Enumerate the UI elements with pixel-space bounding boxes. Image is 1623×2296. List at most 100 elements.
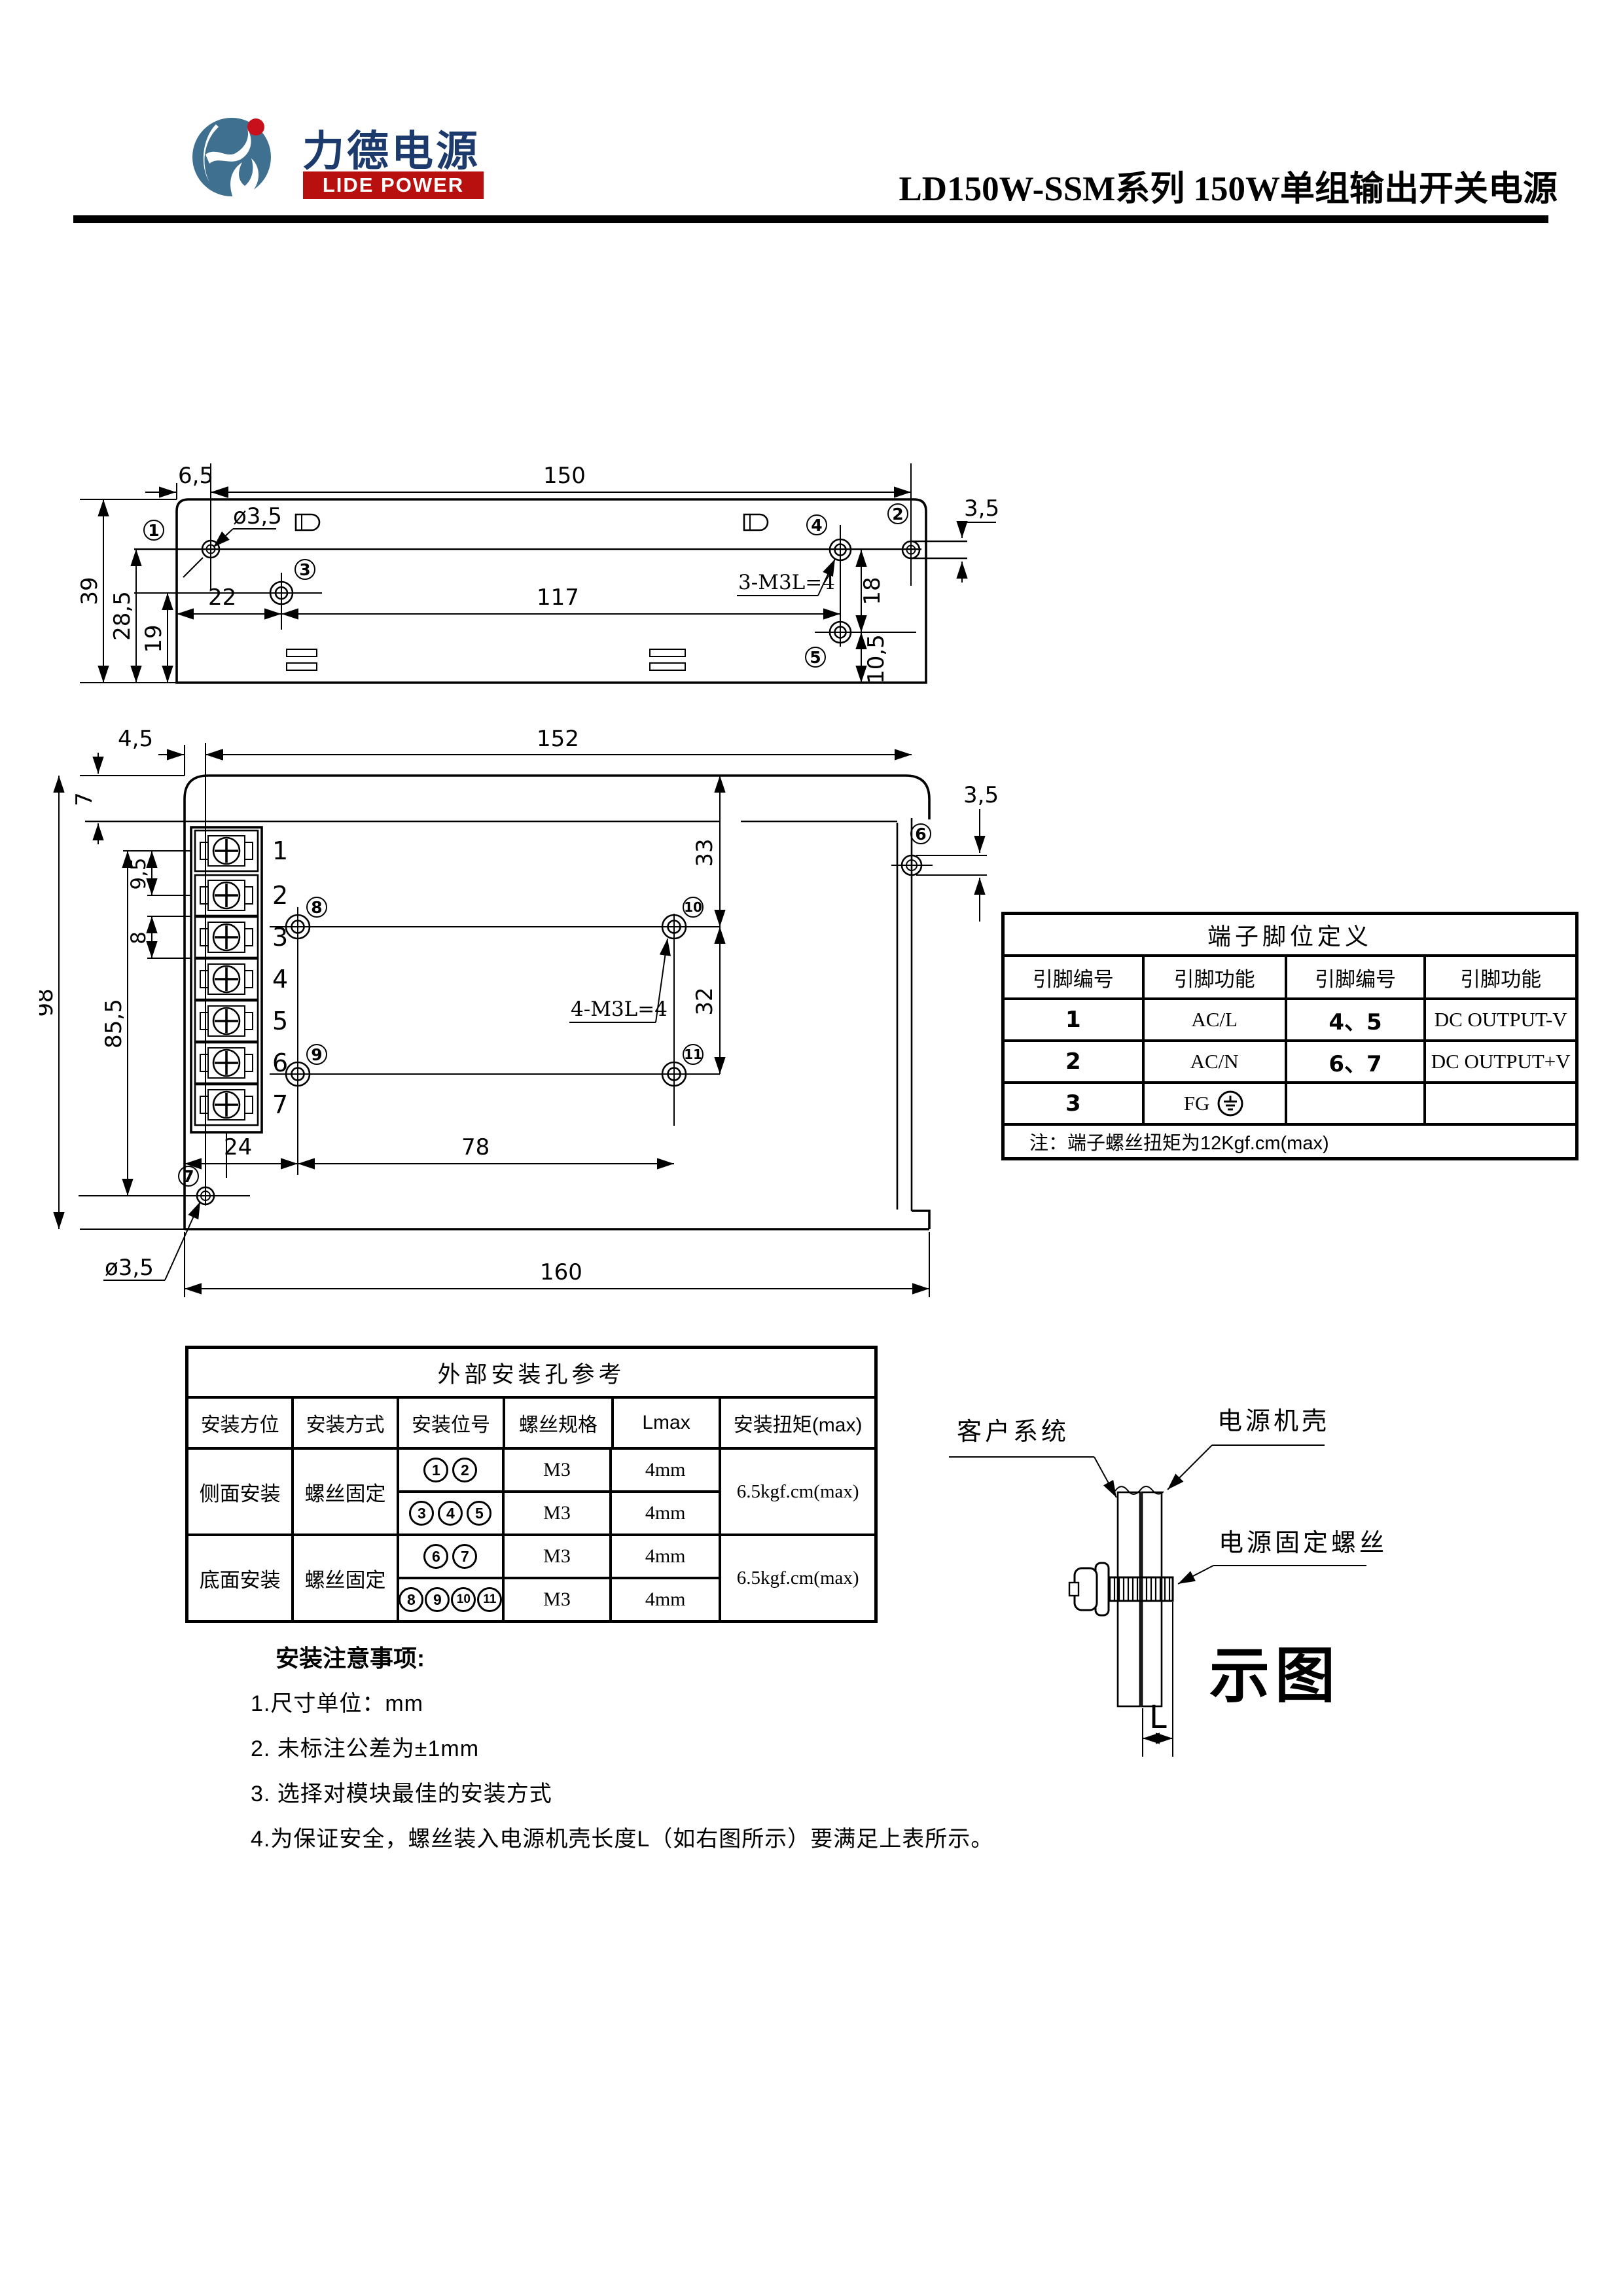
mounting-hole-table: 外部安装孔参考 安装方位 安装方式 安装位号 螺丝规格 Lmax 安装扭矩(ma… — [185, 1346, 878, 1623]
terminal-7: 7 — [272, 1090, 288, 1119]
dimensions-side: ø3,5 6,5 150 3,5 39 28,5 19 22 117 — [77, 463, 999, 684]
dim-33: 33 — [692, 838, 718, 867]
dim-160: 160 — [540, 1259, 582, 1285]
thread-spec-bottom: 4-M3L=4 — [571, 997, 668, 1021]
dim-3-5-bottom: 3,5 — [963, 782, 999, 808]
fixing-screw-label: 电源固定螺丝 — [1219, 1530, 1387, 1557]
power-case-label: 电源机壳 — [1217, 1408, 1330, 1435]
pin-function: DC OUTPUT+V — [1431, 1050, 1571, 1073]
logo-company-name: 力德电源 — [302, 128, 480, 175]
mounting-holes-bottom — [79, 743, 933, 1206]
screw-spec: M3 — [505, 1536, 613, 1577]
hole-11-label: 11 — [684, 1047, 702, 1062]
hole-2-label: 2 — [892, 505, 903, 524]
dim-24: 24 — [224, 1134, 252, 1160]
pin-table-title: 端子脚位定义 — [1005, 915, 1575, 957]
fg-text: FG — [1183, 1092, 1210, 1115]
pin-function: AC/N — [1145, 1042, 1287, 1081]
mount-row-bottom: 底面安装 螺丝固定 6 7 M3 4mm 8 9 10 11 — [188, 1536, 874, 1620]
terminal-5: 5 — [272, 1007, 288, 1035]
dim-152: 152 — [537, 726, 579, 752]
note-item: 2. 未标注公差为±1mm — [251, 1736, 480, 1761]
mount-position: 底面安装 — [188, 1536, 294, 1620]
pin-definition-table: 端子脚位定义 引脚编号 引脚功能 引脚编号 引脚功能 1 AC/L 4、5 DC… — [1001, 912, 1578, 1160]
mount-header-0: 安装方位 — [188, 1399, 294, 1447]
pin-table-row: 2 AC/N 6、7 DC OUTPUT+V — [1005, 1042, 1575, 1084]
lide-logo-icon — [192, 118, 271, 199]
pin-table-header: 引脚编号 引脚功能 引脚编号 引脚功能 — [1005, 957, 1575, 1000]
page-title: LD150W-SSM系列 150W单组输出开关电源 — [899, 170, 1558, 208]
note-item: 3. 选择对模块最佳的安装方式 — [251, 1782, 552, 1806]
dim-18: 18 — [859, 577, 885, 605]
mount-subrow: 1 2 M3 4mm — [399, 1450, 719, 1493]
notes-heading: 安装注意事项: — [276, 1645, 425, 1672]
mount-header-5: 安装扭矩(max) — [733, 1414, 863, 1436]
terminal-2: 2 — [272, 881, 288, 910]
mount-method: 螺丝固定 — [294, 1536, 399, 1620]
logo-banner: LIDE POWER — [303, 171, 484, 199]
dim-3-5-side: 3,5 — [964, 495, 999, 522]
bottom-view-drawing: 1 2 3 4 5 6 7 8 — [39, 726, 999, 1297]
dim-98: 98 — [39, 988, 58, 1016]
hole-3-label: 3 — [299, 560, 310, 579]
pin-function-fg: FG — [1145, 1084, 1287, 1123]
screw-spec: M3 — [505, 1579, 613, 1620]
mount-torque: 6.5kgf.cm(max) — [736, 1567, 859, 1588]
pin-header-0: 引脚编号 — [1005, 957, 1145, 997]
pin-number: 6、7 — [1287, 1042, 1427, 1081]
diagram-labels: 客户系统 电源机壳 电源固定螺丝 示图 — [949, 1408, 1387, 1710]
hole-callouts-side: 1 3 4 5 2 — [143, 503, 908, 668]
hole-4-label: 4 — [811, 516, 822, 535]
terminal-cells — [194, 829, 259, 1126]
chassis-outline-bottom — [85, 774, 931, 1230]
mount-method: 螺丝固定 — [294, 1450, 399, 1534]
terminal-1: 1 — [272, 836, 288, 865]
mount-header-1: 安装方式 — [294, 1399, 399, 1447]
hole-chip: 6 — [423, 1544, 449, 1569]
dim-7: 7 — [71, 792, 98, 806]
mounting-holes-side — [134, 463, 921, 647]
mount-table-header: 安装方位 安装方式 安装位号 螺丝规格 Lmax 安装扭矩(max) — [188, 1399, 874, 1450]
installation-notes: 安装注意事项: 1.尺寸单位：mm 2. 未标注公差为±1mm 3. 选择对模块… — [251, 1640, 1115, 1866]
hole-dia-label: ø3,5 — [233, 503, 282, 529]
diagram-caption: 示图 — [1209, 1643, 1340, 1710]
pin-header-2: 引脚编号 — [1287, 957, 1427, 997]
note-item: 4.为保证安全，螺丝装入电源机壳长度L（如右图所示）要满足上表所示。 — [251, 1827, 994, 1852]
pin-table-row: 3 FG — [1005, 1084, 1575, 1126]
mount-subrow: 6 7 M3 4mm — [399, 1536, 719, 1579]
mount-position: 侧面安装 — [188, 1450, 294, 1534]
header-rule — [73, 215, 1548, 223]
dim-22: 22 — [208, 584, 236, 611]
lmax-value: 4mm — [645, 1588, 686, 1610]
pin-number: 3 — [1005, 1084, 1145, 1123]
dim-150: 150 — [543, 463, 586, 489]
mount-header-4: Lmax — [614, 1399, 722, 1447]
note-item: 1.尺寸单位：mm — [251, 1691, 423, 1716]
dim-39: 39 — [77, 577, 103, 605]
terminal-4: 4 — [272, 965, 288, 994]
hole-chip: 5 — [467, 1501, 492, 1526]
dim-32: 32 — [692, 987, 718, 1015]
dim-78: 78 — [461, 1134, 490, 1160]
side-view-drawing: 1 3 4 5 2 ø3,5 6,5 150 3,5 39 28,5 — [77, 463, 999, 684]
pin-function: DC OUTPUT-V — [1434, 1008, 1567, 1031]
terminal-numbers: 1 2 3 4 5 6 7 — [272, 836, 288, 1119]
hole-chip: 9 — [425, 1587, 450, 1612]
pin-number-empty — [1287, 1084, 1427, 1123]
lmax-value: 4mm — [645, 1459, 686, 1480]
pin-header-3: 引脚功能 — [1460, 967, 1542, 991]
dimensions-bottom: 4,5 152 3,5 7 98 85,5 9,5 8 — [39, 726, 999, 1297]
chassis-outline — [134, 498, 967, 684]
mount-row-side: 侧面安装 螺丝固定 1 2 M3 4mm 3 4 5 — [188, 1450, 874, 1536]
customer-system-label: 客户系统 — [957, 1418, 1069, 1446]
hole-chip: 7 — [452, 1544, 478, 1569]
mount-header-3: 螺丝规格 — [505, 1399, 614, 1447]
dim-4-5: 4,5 — [118, 726, 153, 752]
pin-header-1: 引脚功能 — [1145, 957, 1287, 997]
screw — [1068, 1562, 1174, 1617]
hole-callouts-bottom: 8 10 9 11 6 7 — [178, 823, 931, 1187]
lmax-value: 4mm — [645, 1545, 686, 1567]
hole-6-label: 6 — [915, 825, 926, 844]
pin-table-note: 注：端子螺丝扭矩为12Kgf.cm(max) — [1029, 1133, 1329, 1154]
